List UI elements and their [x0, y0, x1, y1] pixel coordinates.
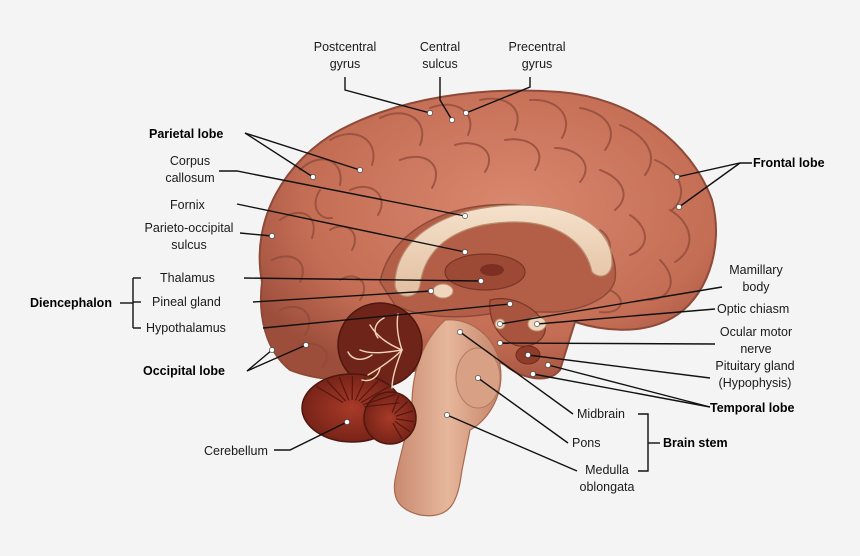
label-brain-stem: Brain stem — [663, 436, 728, 450]
pointer-dot — [462, 249, 468, 255]
pointer-dot — [427, 110, 433, 116]
leader-corpus-callosum — [219, 170, 466, 217]
gyri-texture — [271, 97, 691, 369]
leader-mamillary-body — [499, 286, 723, 325]
leader-precentral — [465, 77, 531, 114]
leader-lines — [120, 77, 752, 472]
pointer-dot — [344, 419, 350, 425]
leader-medulla — [446, 414, 578, 472]
pointer-dot — [457, 329, 463, 335]
corpus-callosum-shape — [394, 204, 613, 297]
pointer-dot — [507, 301, 513, 307]
label-diencephalon: Diencephalon — [30, 296, 112, 310]
label-optic-chiasm: Optic chiasm — [717, 302, 789, 316]
pointer-dot — [497, 321, 503, 327]
pointer-dot — [534, 321, 540, 327]
leader-parieto-occipital — [239, 232, 273, 237]
pointer-dot — [463, 110, 469, 116]
leader-parietal-lobe2 — [244, 132, 314, 178]
pointer-dot — [676, 204, 682, 210]
label-hypothalamus: Hypothalamus — [146, 321, 226, 335]
label-occipital-lobe: Occipital lobe — [143, 364, 225, 378]
leader-temporal-lobe2 — [532, 373, 711, 408]
leader-occipital-lobe — [246, 349, 273, 372]
leader-hypothalamus — [262, 303, 511, 329]
leader-pineal-gland — [252, 290, 432, 303]
pointer-dot — [530, 371, 536, 377]
label-frontal-lobe: Frontal lobe — [753, 156, 825, 170]
label-parietal-lobe: Parietal lobe — [149, 127, 223, 141]
label-pons: Pons — [572, 436, 601, 450]
leader-pons — [477, 377, 569, 444]
pointer-dot — [545, 362, 551, 368]
pointer-dots — [269, 110, 682, 425]
pointer-dot — [478, 278, 484, 284]
pointer-dot — [674, 174, 680, 180]
leader-frontal-lobe2 — [678, 162, 741, 208]
label-thalamus: Thalamus — [160, 271, 215, 285]
pointer-dot — [449, 117, 455, 123]
leader-midbrain — [459, 331, 574, 415]
leader-parietal-lobe — [244, 132, 361, 171]
pointer-dot — [357, 167, 363, 173]
pointer-dot — [444, 412, 450, 418]
leader-occipital-lobe2 — [246, 344, 307, 372]
leader-optic-chiasm — [536, 308, 716, 325]
cerebellum-shape — [301, 302, 423, 445]
brain-stem-bracket — [638, 413, 649, 472]
leader-ocular-motor — [499, 342, 716, 345]
pointer-dot — [269, 347, 275, 353]
pointer-dot — [303, 342, 309, 348]
pointer-dot — [475, 375, 481, 381]
pointer-dot — [269, 233, 275, 239]
label-pineal-gland: Pineal gland — [152, 295, 221, 309]
leader-central — [439, 77, 453, 121]
label-midbrain: Midbrain — [577, 407, 625, 421]
hypothalamus-shape — [489, 298, 546, 347]
leader-thalamus — [243, 277, 482, 282]
pointer-dot — [462, 213, 468, 219]
leader-temporal-lobe — [547, 364, 711, 408]
label-pituitary-gland: Pituitary gland(Hypophysis) — [715, 359, 794, 390]
leader-postcentral — [344, 77, 431, 114]
label-temporal-lobe: Temporal lobe — [710, 401, 795, 415]
leader-pituitary — [527, 354, 711, 379]
label-fornix: Fornix — [170, 198, 205, 212]
leader-cerebellum — [274, 421, 348, 451]
pineal-shape — [432, 283, 454, 299]
pointer-dot — [525, 352, 531, 358]
leader-fornix — [236, 203, 466, 253]
pointer-dot — [497, 340, 503, 346]
label-cerebellum: Cerebellum — [204, 444, 268, 458]
pointer-dot — [310, 174, 316, 180]
pointer-dot — [428, 288, 434, 294]
